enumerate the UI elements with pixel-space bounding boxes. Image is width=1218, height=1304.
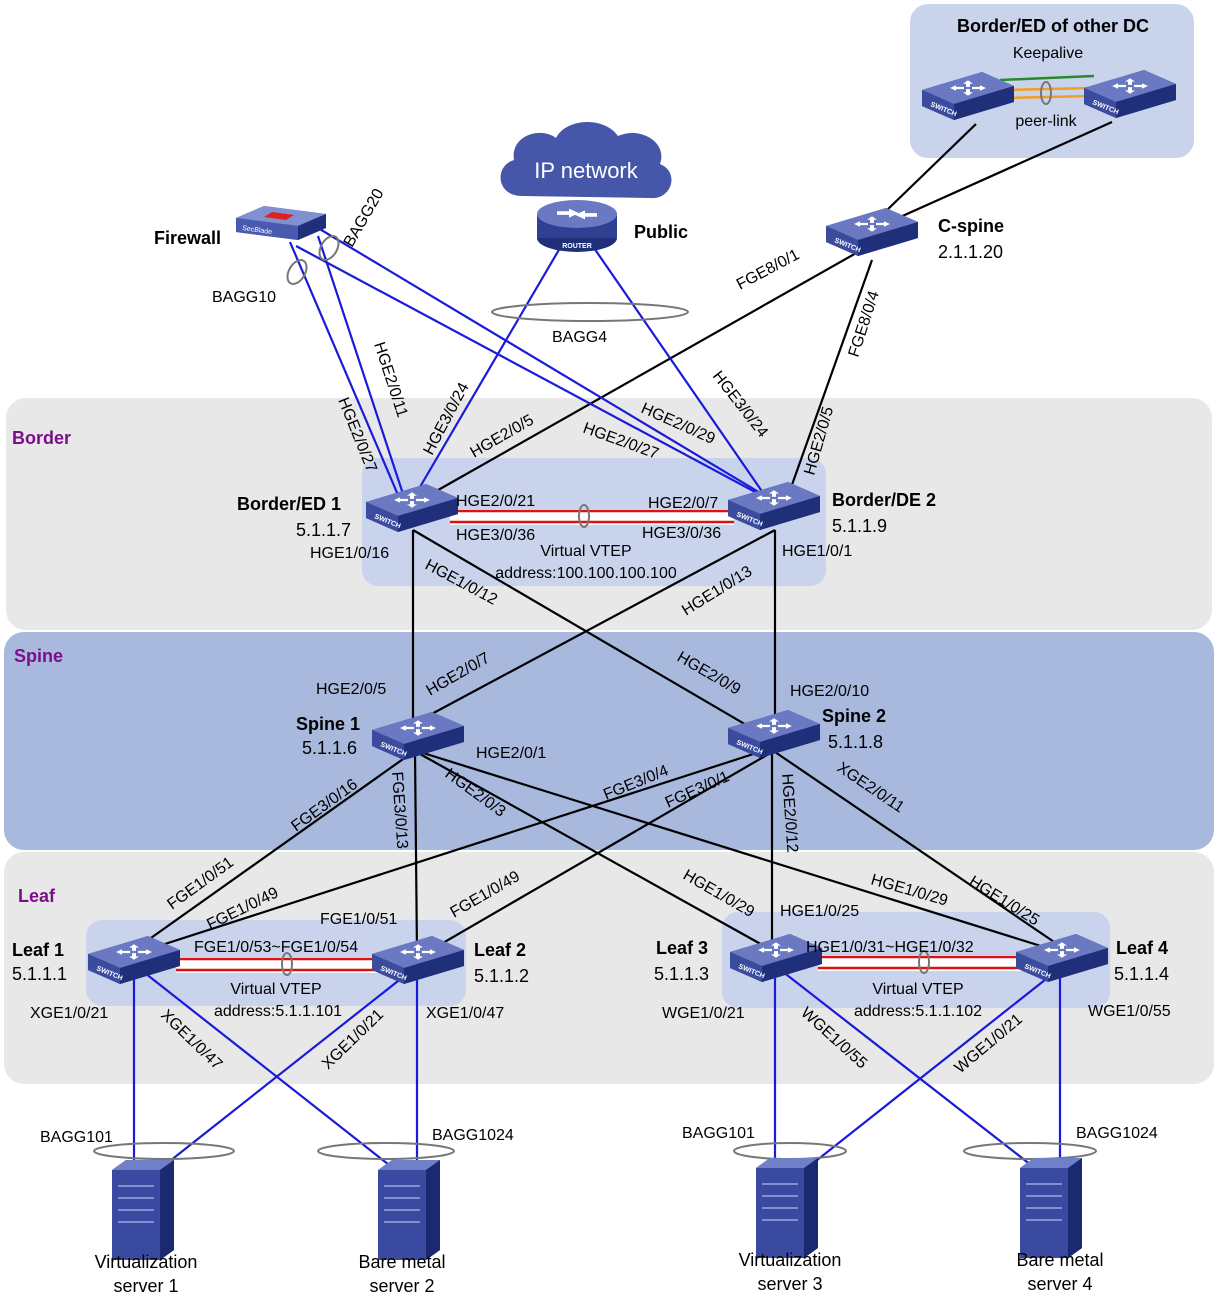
border2-name: Border/DE 2 <box>832 490 936 510</box>
port-label: FGE1/0/53~FGE1/0/54 <box>194 939 358 956</box>
border1-name: Border/ED 1 <box>237 494 341 514</box>
port-label: WGE1/0/21 <box>662 1005 745 1022</box>
port-label: HGE2/0/10 <box>790 683 869 700</box>
port-label: HGE1/0/31~HGE1/0/32 <box>806 939 974 956</box>
port-label: HGE2/0/7 <box>648 495 718 512</box>
leaf2-ip: 5.1.1.2 <box>474 966 529 986</box>
spine2-ip: 5.1.1.8 <box>828 732 883 752</box>
port-label: HGE2/0/12 <box>778 773 800 853</box>
leaf34-vtep-line1: Virtual VTEP <box>872 981 963 998</box>
port-label: FGE3/0/13 <box>388 771 410 849</box>
bare-metal-server-2-icon <box>377 1159 441 1261</box>
zone-label-spine: Spine <box>14 646 63 666</box>
leaf3-name: Leaf 3 <box>656 938 708 958</box>
bagg10-label: BAGG10 <box>212 289 276 306</box>
leaf4-ip: 5.1.1.4 <box>1114 964 1169 984</box>
port-label: XGE1/0/21 <box>30 1005 108 1022</box>
other-dc-group <box>910 4 1194 158</box>
server3-caption-2: server 3 <box>757 1274 822 1294</box>
virtualization-server-1-icon <box>111 1159 175 1261</box>
port-label: FGE8/0/1 <box>734 246 803 293</box>
border2-ip: 5.1.1.9 <box>832 516 887 536</box>
port-label: HGE1/0/16 <box>310 545 389 562</box>
spine-zone <box>4 632 1214 850</box>
leaf34-vtep-line2: address:5.1.1.102 <box>854 1003 982 1020</box>
bagg4-label: BAGG4 <box>552 329 607 346</box>
router-arrows-icon <box>557 208 597 220</box>
bagg1024-right-label: BAGG1024 <box>1076 1125 1158 1142</box>
leaf4-name: Leaf 4 <box>1116 938 1168 958</box>
port-label: FGE8/0/4 <box>846 289 883 359</box>
leaf2-name: Leaf 2 <box>474 940 526 960</box>
bagg1024-left-label: BAGG1024 <box>432 1127 514 1144</box>
bare-metal-server-4-icon <box>1019 1157 1083 1259</box>
port-label: HGE1/0/1 <box>782 543 852 560</box>
bagg101-left-label: BAGG101 <box>40 1129 113 1146</box>
spine2-name: Spine 2 <box>822 706 886 726</box>
port-label: HGE3/0/36 <box>642 525 721 542</box>
blue-links <box>132 227 1062 1173</box>
port-label: FGE1/0/51 <box>320 911 397 928</box>
port-label: WGE1/0/55 <box>1088 1003 1171 1020</box>
leaf12-vtep-line1: Virtual VTEP <box>230 981 321 998</box>
firewall-badge-icon: SecBlade <box>242 225 273 236</box>
firewall-device: SecBlade <box>236 206 326 240</box>
aggregation-ellipses <box>93 81 1097 1160</box>
border-vtep-line1: Virtual VTEP <box>540 543 631 560</box>
peer-link-label: peer-link <box>1015 113 1077 130</box>
server3-caption-1: Virtualization <box>739 1250 842 1270</box>
c-spine-ip: 2.1.1.20 <box>938 242 1003 262</box>
leaf3-ip: 5.1.1.3 <box>654 964 709 984</box>
virtualization-server-3-icon <box>755 1157 819 1259</box>
border1-ip: 5.1.1.7 <box>296 520 351 540</box>
bagg101-right-label: BAGG101 <box>682 1125 755 1142</box>
port-label: HGE2/0/5 <box>316 681 386 698</box>
border-vtep-line2: address:100.100.100.100 <box>495 565 677 582</box>
server4-caption-2: server 4 <box>1027 1274 1092 1294</box>
keepalive-label: Keepalive <box>1013 45 1083 62</box>
spine1-ip: 5.1.1.6 <box>302 738 357 758</box>
c-spine-name: C-spine <box>938 216 1004 236</box>
other-dc-title: Border/ED of other DC <box>957 16 1149 36</box>
port-label: HGE3/0/36 <box>456 527 535 544</box>
server4-caption-1: Bare metal <box>1016 1250 1103 1270</box>
leaf-zone <box>4 852 1214 1084</box>
cloud-label: IP network <box>534 158 639 183</box>
router-label: Public <box>634 222 688 242</box>
ip-network-cloud: IP network <box>500 121 672 199</box>
zone-label-leaf: Leaf <box>18 886 56 906</box>
port-label: HGE1/0/25 <box>780 903 859 920</box>
zone-label-border: Border <box>12 428 71 448</box>
router-device: ROUTER <box>537 200 617 252</box>
server1-caption-1: Virtualization <box>95 1252 198 1272</box>
server1-caption-2: server 1 <box>113 1276 178 1296</box>
leaf12-vtep-line2: address:5.1.1.101 <box>214 1003 342 1020</box>
port-label: XGE1/0/47 <box>426 1005 504 1022</box>
server2-caption-1: Bare metal <box>358 1252 445 1272</box>
leaf1-name: Leaf 1 <box>12 940 64 960</box>
port-label: HGE2/0/21 <box>456 493 535 510</box>
spine1-name: Spine 1 <box>296 714 360 734</box>
bagg20-label: BAGG20 <box>341 186 388 250</box>
firewall-label: Firewall <box>154 228 221 248</box>
server2-caption-2: server 2 <box>369 1276 434 1296</box>
leaf1-ip: 5.1.1.1 <box>12 964 67 984</box>
port-label: HGE2/0/1 <box>476 745 546 762</box>
black-links <box>133 120 1113 959</box>
router-badge: ROUTER <box>562 243 592 250</box>
